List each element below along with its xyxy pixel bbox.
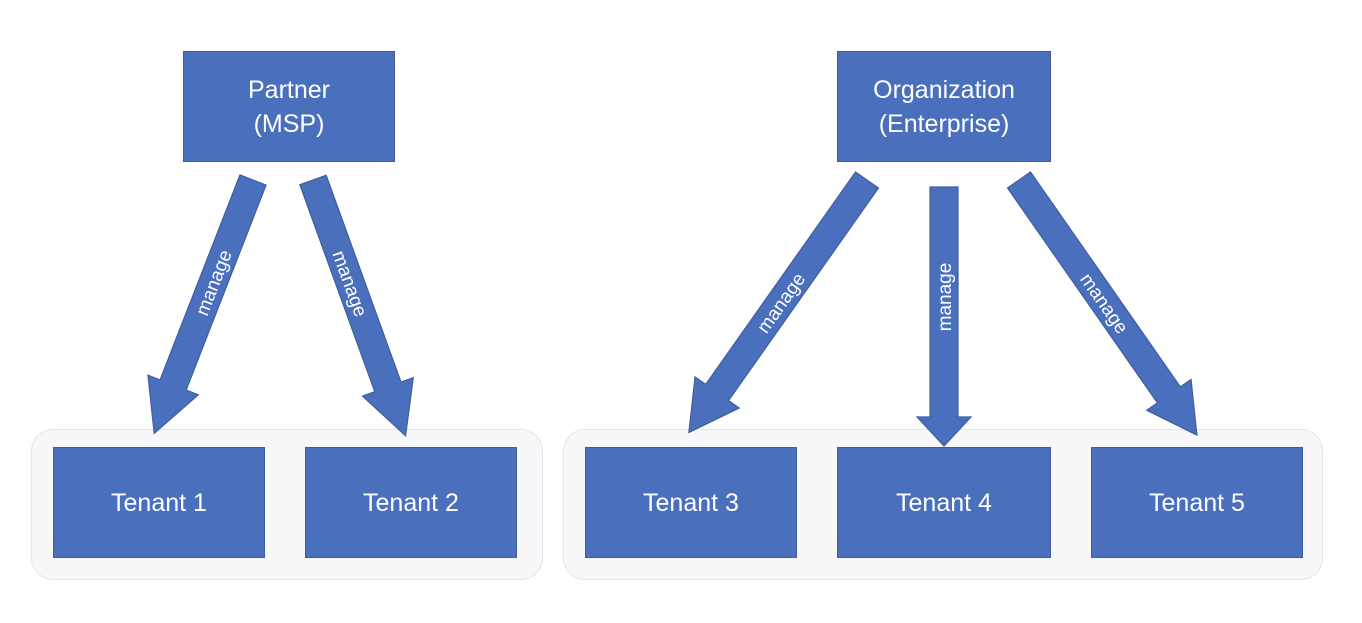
manage-arrow-tenant-5: manage bbox=[1006, 171, 1198, 437]
manage-arrow-tenant-2: manage bbox=[299, 174, 414, 437]
manage-arrow-tenant-3: manage bbox=[688, 171, 880, 434]
manage-label-tenant-4: manage bbox=[935, 263, 956, 332]
tenant-3-label: Tenant 3 bbox=[643, 488, 739, 517]
tenant-5-label: Tenant 5 bbox=[1149, 488, 1245, 517]
tenant-5-box: Tenant 5 bbox=[1091, 447, 1303, 558]
tenant-2-box: Tenant 2 bbox=[305, 447, 517, 558]
partner-msp-label: Partner (MSP) bbox=[248, 75, 330, 138]
tenant-2-label: Tenant 2 bbox=[363, 488, 459, 517]
tenant-4-box: Tenant 4 bbox=[837, 447, 1051, 558]
tenant-4-label: Tenant 4 bbox=[896, 488, 992, 517]
manage-arrow-tenant-1: manage bbox=[147, 174, 267, 435]
tenant-1-box: Tenant 1 bbox=[53, 447, 265, 558]
organization-enterprise-label: Organization (Enterprise) bbox=[873, 75, 1015, 138]
manage-arrow-tenant-4: manage bbox=[915, 186, 973, 447]
organization-enterprise-box: Organization (Enterprise) bbox=[837, 51, 1051, 162]
tenant-1-label: Tenant 1 bbox=[111, 488, 207, 517]
tenant-3-box: Tenant 3 bbox=[585, 447, 797, 558]
partner-msp-box: Partner (MSP) bbox=[183, 51, 395, 162]
